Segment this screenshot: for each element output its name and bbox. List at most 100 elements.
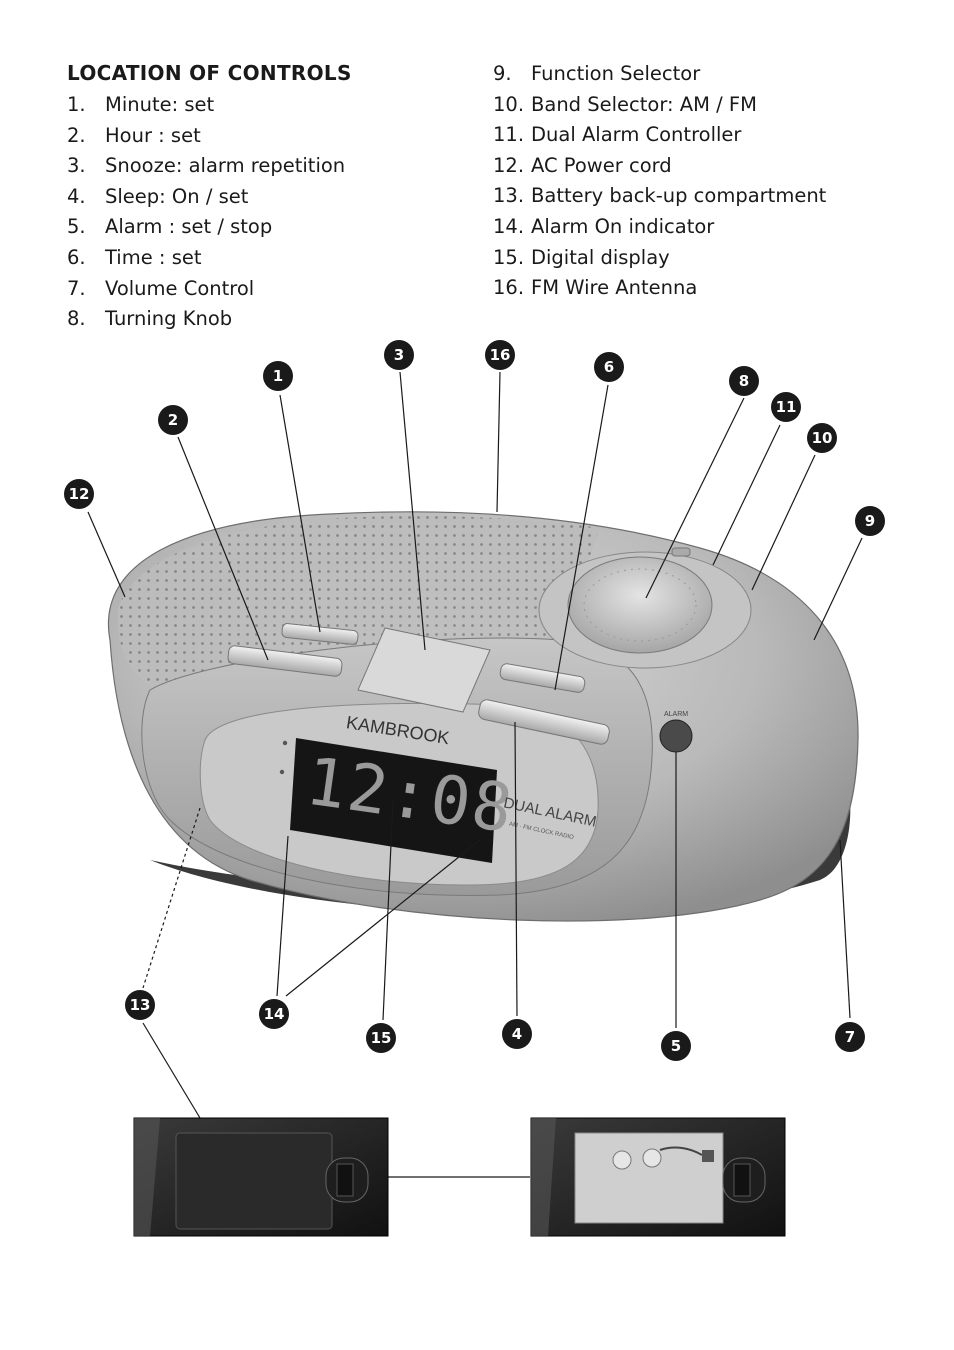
battery-cover-closed-photo (133, 1117, 389, 1237)
list-item: 7.Volume Control (67, 274, 345, 305)
item-label: Turning Knob (105, 307, 233, 331)
item-label: Hour : set (105, 123, 201, 147)
list-item: 14.Alarm On indicator (493, 212, 826, 243)
item-label: Volume Control (105, 276, 255, 300)
leader-line (382, 799, 394, 1021)
callout-number: 6 (604, 358, 614, 376)
leader-lines (87, 371, 863, 1178)
item-label: Dual Alarm Controller (531, 123, 742, 147)
item-number: 1. (67, 93, 86, 116)
item-label: Battery back-up compartment (531, 184, 827, 208)
leader-line (142, 1022, 201, 1119)
leader-line (285, 839, 481, 997)
callout-number: 14 (264, 1005, 285, 1023)
callout-number: 9 (865, 512, 875, 530)
list-item: 2. Hour : set (67, 121, 345, 152)
list-item: 11.Dual Alarm Controller (493, 120, 826, 151)
list-item: 3.Snooze: alarm repetition (67, 151, 345, 182)
time-set-button[interactable] (499, 663, 586, 694)
list-item: 6.Time : set (67, 243, 345, 274)
item-label: Band Selector: AM / FM (531, 92, 757, 116)
item-number: 12. (493, 153, 525, 177)
list-item: 5. Alarm : set / stop (67, 212, 345, 243)
item-number: 15. (493, 245, 525, 269)
knob-inner-ring (583, 568, 697, 642)
list-item: 15.Digital display (493, 243, 826, 274)
leader-line (554, 384, 609, 691)
minute-button[interactable] (281, 623, 359, 645)
leader-line (276, 835, 289, 997)
item-number: 10. (493, 92, 525, 116)
callout-badges: 1 2 3 4 5 6 7 8 9 10 11 12 13 14 15 16 (64, 340, 885, 1061)
item-label: Alarm On indicator (531, 214, 715, 238)
callout-badge-8: 8 (729, 366, 759, 396)
callout-number: 10 (812, 429, 833, 447)
callout-number: 8 (739, 372, 749, 390)
callout-badge-7: 7 (835, 1022, 865, 1052)
callout-number: 4 (512, 1025, 522, 1043)
item-number: 8. (67, 307, 86, 331)
callout-badge-4: 4 (502, 1019, 532, 1049)
callout-number: 3 (394, 346, 404, 364)
leader-line (712, 424, 781, 566)
callout-badge-2: 2 (158, 405, 188, 435)
item-number: 9. (493, 62, 512, 85)
tuning-knob[interactable] (567, 556, 713, 654)
alarm-button-label: ALARM (664, 711, 688, 718)
pm-indicator (282, 740, 288, 746)
leader-line (839, 839, 851, 1019)
callout-badge-1: 1 (263, 361, 293, 391)
item-label: Function Selector (531, 62, 701, 85)
item-number: 3. (67, 154, 86, 178)
leader-line (177, 436, 269, 661)
item-number: 13. (493, 184, 525, 208)
leader-line (279, 394, 321, 633)
callout-number: 5 (671, 1037, 681, 1055)
snooze-button[interactable] (357, 627, 491, 713)
callout-number: 16 (490, 346, 511, 364)
callout-number: 15 (371, 1029, 392, 1047)
item-number: 14. (493, 214, 525, 238)
item-number: 4. (67, 184, 86, 208)
battery-compartment-open-photo (530, 1117, 786, 1237)
leader-line (813, 537, 863, 641)
leader-line (399, 371, 426, 651)
leader-line (514, 721, 518, 1017)
item-label: Time : set (105, 245, 202, 269)
callout-number: 11 (776, 398, 797, 416)
callout-badge-6: 6 (594, 352, 624, 382)
antenna-wire-stub (671, 547, 691, 557)
callout-number: 13 (130, 996, 151, 1014)
callout-badge-14: 14 (259, 999, 289, 1029)
list-item: 1. Minute: set (67, 90, 345, 121)
item-label: Minute: set (105, 93, 215, 116)
list-item: 10.Band Selector: AM / FM (493, 90, 826, 121)
callout-number: 7 (845, 1028, 855, 1046)
clock-radio-illustration: 12:08 KAMBROOK DUAL ALARM AM · FM CLOCK … (107, 511, 859, 922)
item-number: 2. (67, 123, 86, 147)
list-item: 9. Function Selector (493, 59, 826, 90)
callout-number: 1 (273, 367, 283, 385)
item-number: 16. (493, 276, 525, 300)
hour-button[interactable] (227, 645, 343, 677)
item-label: AC Power cord (531, 153, 672, 177)
callout-number: 12 (69, 485, 90, 503)
sleep-button[interactable] (477, 698, 610, 745)
callout-badge-10: 10 (807, 423, 837, 453)
callout-badge-3: 3 (384, 340, 414, 370)
leader-line (496, 371, 501, 513)
list-item: 8. Turning Knob (67, 304, 345, 335)
leader-line (87, 511, 126, 598)
item-label: Sleep: On / set (105, 184, 249, 208)
alarm-set-button[interactable] (659, 719, 693, 753)
leader-line (142, 807, 201, 989)
leader-line (645, 397, 745, 599)
list-item: 4. Sleep: On / set (67, 182, 345, 213)
item-label: Digital display (531, 245, 670, 269)
item-number: 5. (67, 215, 86, 239)
controls-list-right: 9. Function Selector 10.Band Selector: AM… (493, 59, 826, 304)
callout-number: 2 (168, 411, 178, 429)
callout-badge-11: 11 (771, 392, 801, 422)
item-label: Alarm : set / stop (105, 215, 273, 239)
section-heading: LOCATION OF CONTROLS (67, 61, 352, 85)
